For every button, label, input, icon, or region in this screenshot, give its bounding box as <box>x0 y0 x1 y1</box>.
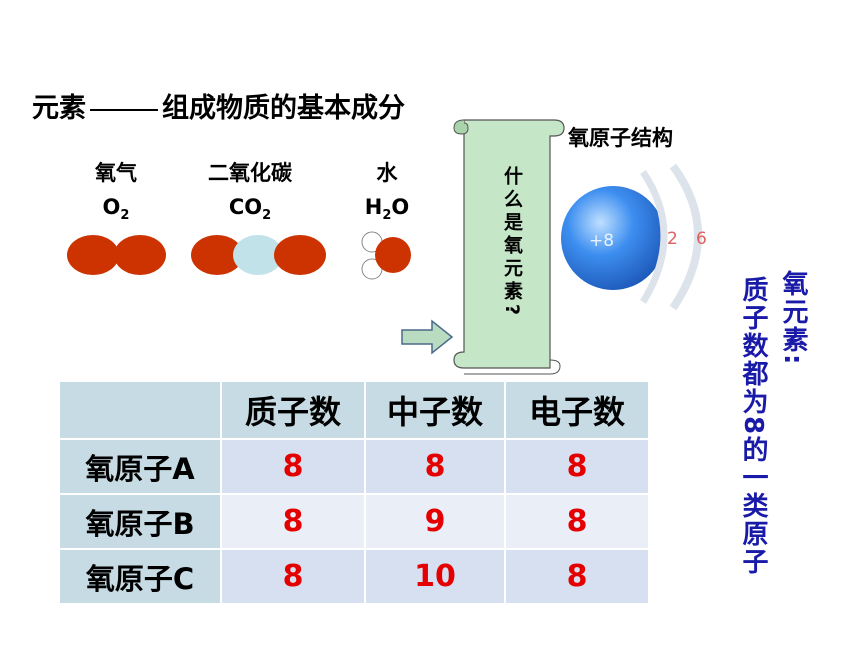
row-label: 氧原子B <box>58 493 222 550</box>
co2-molecule-model <box>191 235 326 275</box>
title-term: 元素 <box>32 93 86 124</box>
molecule-co2-label: 二氧化碳 CO2 <box>188 156 312 233</box>
oxygen-molecule-model <box>67 235 166 275</box>
title-dash <box>90 108 158 111</box>
cell-neutrons: 8 <box>364 438 506 495</box>
cell-protons: 8 <box>220 493 366 550</box>
row-label: 氧原子C <box>58 548 222 605</box>
molecule-formula: CO2 <box>228 195 272 224</box>
molecule-oxygen-label: 氧气 O2 <box>78 156 154 233</box>
cell-electrons: 8 <box>504 548 650 605</box>
table-header-electrons: 电子数 <box>504 380 650 440</box>
table-row: 氧原子B 8 9 8 <box>58 493 650 550</box>
row-label: 氧原子A <box>58 438 222 495</box>
table-row: 氧原子A 8 8 8 <box>58 438 650 495</box>
table-header-neutrons: 中子数 <box>364 380 506 440</box>
atom-structure-title: 氧原子结构 <box>568 126 673 150</box>
water-molecule-model <box>361 231 411 280</box>
side-note-heading: 氧元素: <box>778 270 808 367</box>
table-header-row: 质子数 中子数 电子数 <box>58 380 650 440</box>
cell-neutrons: 10 <box>364 548 506 605</box>
molecule-formula: H2O <box>364 195 410 224</box>
title-definition: 组成物质的基本成分 <box>162 93 405 124</box>
cell-electrons: 8 <box>504 493 650 550</box>
scroll-question: 什么是氧元素? <box>501 166 523 320</box>
molecule-water-label: 水 H2O <box>352 156 422 233</box>
shell-1-electrons: 2 <box>667 229 678 249</box>
scroll-banner <box>453 119 565 375</box>
cell-neutrons: 9 <box>364 493 506 550</box>
side-note-definition: 质子数都为8的一类原子 <box>738 276 768 577</box>
molecule-name: 二氧化碳 <box>208 161 292 185</box>
nucleus-charge: +8 <box>589 231 614 251</box>
table-header-protons: 质子数 <box>220 380 366 440</box>
cell-electrons: 8 <box>504 438 650 495</box>
cell-protons: 8 <box>220 548 366 605</box>
electron-shell-2 <box>669 163 702 311</box>
nucleus <box>561 186 665 290</box>
oxygen-atom-model: +8 2 6 <box>561 163 707 311</box>
arrow-right-icon <box>401 319 454 355</box>
electron-shell-1 <box>640 170 668 304</box>
cell-protons: 8 <box>220 438 366 495</box>
molecule-models <box>67 231 411 280</box>
table-row: 氧原子C 8 10 8 <box>58 548 650 605</box>
table-header-corner <box>58 380 222 440</box>
molecule-name: 水 <box>376 161 398 185</box>
molecule-name: 氧气 <box>95 161 137 185</box>
page-title: 元素 组成物质的基本成分 <box>32 86 405 125</box>
atom-comparison-table: 质子数 中子数 电子数 氧原子A 8 8 8 氧原子B 8 9 8 氧原子C 8… <box>58 380 650 605</box>
shell-2-electrons: 6 <box>696 229 707 249</box>
molecule-formula: O2 <box>102 195 130 224</box>
